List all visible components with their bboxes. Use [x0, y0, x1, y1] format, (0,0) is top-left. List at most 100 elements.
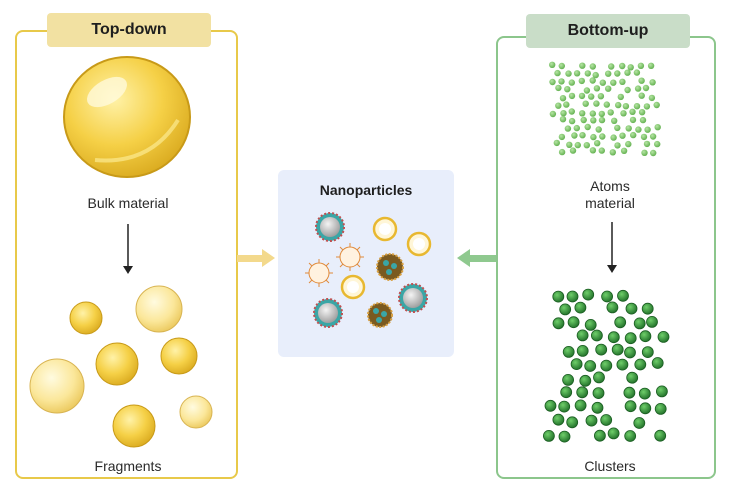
atom	[598, 147, 605, 154]
liposome-particle	[406, 231, 432, 257]
cluster	[611, 343, 624, 356]
atom	[637, 62, 645, 69]
atom	[589, 110, 596, 117]
atom	[649, 79, 656, 86]
atom	[584, 123, 591, 131]
atom	[610, 134, 617, 141]
atom	[638, 92, 645, 99]
atom	[603, 101, 610, 108]
cluster	[600, 359, 613, 372]
cluster	[576, 344, 589, 357]
atom	[558, 133, 566, 141]
cluster	[641, 346, 654, 359]
cluster	[625, 302, 638, 315]
cluster	[558, 400, 571, 413]
atom	[630, 131, 637, 139]
cluster	[654, 402, 667, 415]
atom	[597, 93, 605, 100]
cluster	[607, 331, 620, 344]
atom	[599, 133, 606, 140]
atom	[643, 140, 651, 148]
atom	[627, 64, 634, 71]
atom	[589, 147, 597, 154]
atom	[638, 77, 645, 84]
atom	[634, 85, 642, 92]
cluster	[552, 413, 565, 426]
cluster	[601, 290, 613, 303]
atom	[574, 141, 581, 149]
atom	[654, 140, 661, 148]
atom	[608, 63, 615, 70]
cluster	[566, 416, 579, 429]
core-shell-particle	[315, 212, 345, 242]
atom	[566, 141, 573, 148]
cluster	[638, 387, 651, 400]
cluster	[595, 343, 608, 356]
atom	[573, 70, 581, 77]
atom	[579, 62, 586, 69]
cluster	[639, 330, 652, 343]
atom	[648, 94, 656, 102]
cluster	[584, 360, 597, 372]
atom	[558, 148, 566, 156]
top-down-title: Top-down	[47, 13, 211, 47]
atom	[571, 132, 578, 139]
bulk-material-label: Bulk material	[87, 195, 169, 211]
atom	[654, 124, 661, 131]
liposome-particle	[340, 274, 366, 300]
atom	[629, 108, 636, 116]
atom	[592, 71, 599, 79]
cluster	[574, 399, 587, 412]
atom	[578, 77, 585, 85]
cluster	[634, 358, 647, 371]
micelle-particle	[336, 243, 364, 271]
cluster	[593, 371, 605, 384]
cluster	[654, 429, 667, 442]
atom	[590, 133, 597, 141]
atom	[649, 133, 657, 140]
atom	[614, 124, 621, 132]
cluster	[606, 301, 619, 314]
cluster	[567, 316, 580, 329]
atom	[565, 70, 572, 77]
atom	[620, 110, 627, 117]
fragments-label: Fragments	[94, 458, 162, 474]
atom	[598, 110, 605, 118]
atom	[573, 124, 580, 132]
atom	[607, 109, 614, 116]
cluster	[626, 371, 639, 384]
cluster	[543, 429, 555, 442]
atom	[559, 116, 567, 123]
cluster	[657, 330, 670, 343]
cluster	[591, 401, 604, 414]
cluster	[600, 414, 613, 426]
atom	[589, 63, 596, 70]
core-shell-particle	[398, 283, 428, 313]
atoms	[549, 61, 661, 157]
cluster	[585, 414, 598, 427]
atom	[553, 139, 560, 147]
atom	[595, 126, 602, 133]
cluster	[633, 417, 646, 429]
atom	[554, 69, 561, 77]
atom	[549, 61, 556, 68]
atom	[635, 126, 642, 133]
atom	[589, 77, 596, 84]
arrow-bottom-up-to-center	[457, 249, 496, 267]
atom	[555, 84, 562, 92]
atom	[610, 79, 617, 86]
atom	[558, 62, 565, 70]
cluster	[558, 430, 571, 443]
atom	[625, 140, 632, 148]
cluster	[616, 358, 629, 371]
atom	[605, 85, 612, 92]
bulk-material-sphere	[63, 56, 191, 178]
atom	[568, 108, 575, 115]
atom	[647, 62, 655, 69]
atoms-label-line2: material	[585, 195, 635, 211]
nanoparticles-title: Nanoparticles	[319, 182, 413, 198]
nanoparticles-box	[278, 170, 454, 357]
cluster	[591, 329, 603, 342]
atom	[578, 92, 586, 100]
